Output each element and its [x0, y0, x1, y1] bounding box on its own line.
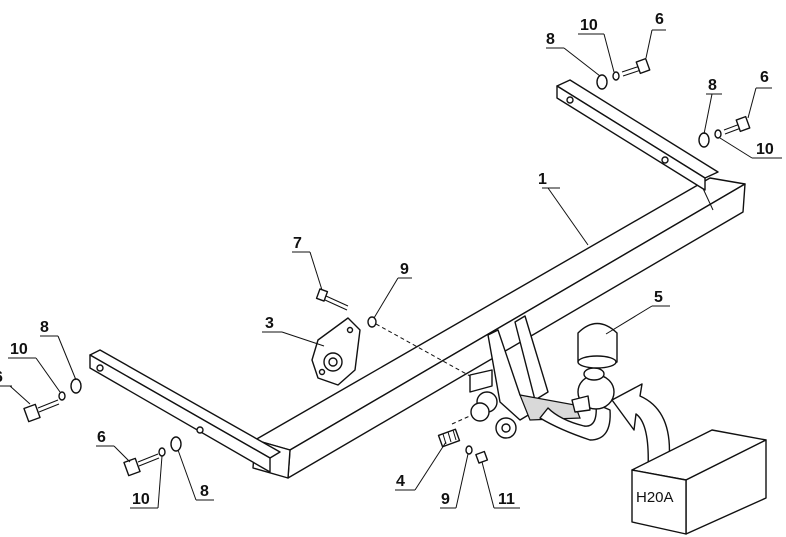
callout-8-left: 8 [40, 319, 49, 336]
callout-10-bottom: 10 [132, 491, 150, 508]
hardware-set-bottom-center [437, 428, 489, 464]
box-label: H20A [636, 489, 674, 506]
callout-8-right: 8 [708, 77, 717, 94]
callout-6-right: 6 [760, 69, 769, 86]
callout-8-bottom: 8 [200, 483, 209, 500]
callout-4: 4 [396, 473, 405, 490]
callout-9-upper: 9 [400, 261, 409, 278]
hardware-set-top-right-2 [698, 115, 751, 148]
bolt-part-7 [315, 288, 349, 311]
callout-6-bottom: 6 [97, 429, 106, 446]
right-side-arm [556, 79, 719, 191]
callout-3: 3 [265, 315, 274, 332]
leader-lines [0, 29, 782, 509]
callout-11: 11 [498, 491, 515, 508]
assembly-line [375, 323, 471, 377]
callout-10-left: 10 [10, 341, 28, 358]
callout-1: 1 [538, 171, 547, 188]
tow-ball-arm [539, 367, 615, 441]
callouts: 1 3 4 5 6 6 6 6 7 8 8 8 8 9 9 10 10 10 1… [0, 11, 774, 508]
ball-cover-part-5 [577, 322, 618, 369]
callout-6-left: 6 [0, 369, 3, 386]
hardware-set-left-lower [123, 436, 182, 477]
center-mount [469, 315, 581, 439]
bracket-part-3 [311, 317, 361, 386]
callout-10-top: 10 [580, 17, 598, 34]
washer-part-9-upper [367, 316, 377, 328]
callout-10-right: 10 [756, 141, 774, 158]
hardware-set-left-upper [23, 378, 82, 423]
hardware-set-top-right-1 [596, 57, 651, 90]
callout-8-top: 8 [546, 31, 555, 48]
curved-arrow [611, 383, 671, 471]
callout-7: 7 [293, 235, 302, 252]
callout-6-top: 6 [655, 11, 664, 28]
h20a-box: H20A [631, 429, 767, 535]
callout-9-lower: 9 [441, 491, 450, 508]
left-side-arm [89, 349, 281, 473]
callout-5: 5 [654, 289, 663, 306]
